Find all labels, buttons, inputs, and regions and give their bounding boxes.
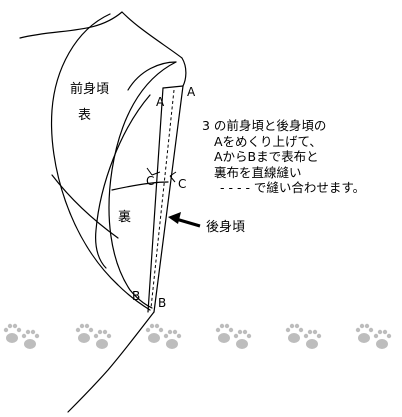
instruction-line: - - - - で縫い合わせます。 bbox=[220, 180, 366, 195]
c-mark-left bbox=[146, 167, 161, 176]
instruction-line: AからBまで表布と bbox=[214, 149, 319, 164]
instruction-text: 3 の前身頃と後身頃の Aをめくり上げて、 AからBまで表布と 裏布を直線縫い … bbox=[202, 118, 365, 196]
collar-curve bbox=[121, 11, 187, 87]
paw-print-icon bbox=[3, 323, 22, 343]
back-body-top bbox=[162, 85, 184, 89]
point-c-outer: C bbox=[178, 177, 187, 191]
point-a-inner: A bbox=[156, 95, 165, 109]
instruction-line: 裏布を直線縫い bbox=[214, 164, 302, 180]
paw-print-icon bbox=[145, 323, 164, 343]
lower-hem bbox=[67, 311, 155, 413]
paw-print-icon bbox=[285, 323, 304, 343]
point-c-inner: C bbox=[146, 174, 155, 188]
stitch-line bbox=[150, 89, 175, 309]
point-b-outer: B bbox=[158, 296, 167, 310]
paw-print-icon bbox=[303, 329, 322, 349]
c-mark-right bbox=[169, 171, 177, 183]
paw-print-icon bbox=[163, 329, 182, 349]
arrow-left-icon bbox=[168, 212, 201, 228]
paw-print-icon bbox=[355, 323, 374, 343]
front-body-outline bbox=[50, 13, 151, 311]
paw-print-icon bbox=[75, 323, 94, 343]
paw-print-row bbox=[3, 323, 392, 349]
paw-print-icon bbox=[373, 329, 392, 349]
paw-print-icon bbox=[21, 329, 40, 349]
paw-print-icon bbox=[233, 329, 252, 349]
garment-outline bbox=[19, 11, 123, 39]
lining-side-label: 裏 bbox=[118, 210, 132, 225]
lining-inner-curve bbox=[95, 94, 151, 269]
front-side-label: 表 bbox=[78, 108, 92, 123]
c-seam-line bbox=[111, 181, 169, 191]
back-body-right-edge bbox=[153, 85, 184, 313]
instruction-line: Aをめくり上げて、 bbox=[214, 133, 322, 149]
instruction-line: 3 の前身頃と後身頃の bbox=[202, 118, 327, 133]
paw-print-icon bbox=[215, 323, 234, 343]
lining-fold bbox=[108, 61, 177, 309]
shoulder-seam bbox=[127, 61, 177, 91]
point-a-outer: A bbox=[187, 85, 196, 99]
back-body-left-edge bbox=[147, 87, 164, 313]
back-body-label: 後身頃 bbox=[206, 220, 246, 235]
front-body-label: 前身頃 bbox=[70, 82, 110, 97]
paw-print-icon bbox=[93, 329, 112, 349]
front-lower-curve bbox=[51, 174, 119, 239]
point-b-inner: B bbox=[132, 289, 141, 303]
